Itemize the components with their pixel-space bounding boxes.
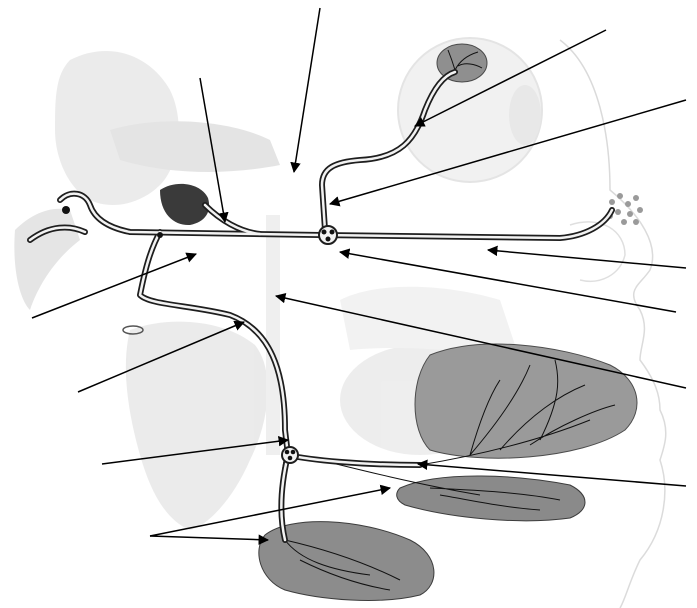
- ear-node: [62, 206, 70, 214]
- geniculate-ganglion: [160, 184, 209, 225]
- vertical-vessel: [266, 215, 280, 455]
- tongue: [415, 344, 637, 458]
- nasal-outline: [570, 222, 625, 281]
- ear-canal: [14, 209, 80, 310]
- leader-line: [150, 536, 268, 540]
- greater-petrosal-outline: [205, 205, 260, 234]
- face-profile-outline: [560, 40, 666, 608]
- sublingual-gland: [397, 476, 585, 521]
- parotid-gland: [126, 322, 268, 530]
- leader-line: [294, 8, 320, 172]
- eye-lens: [509, 85, 541, 145]
- leader-line: [32, 254, 196, 318]
- leader-line: [488, 250, 686, 268]
- submandibular-ganglion: [282, 447, 298, 463]
